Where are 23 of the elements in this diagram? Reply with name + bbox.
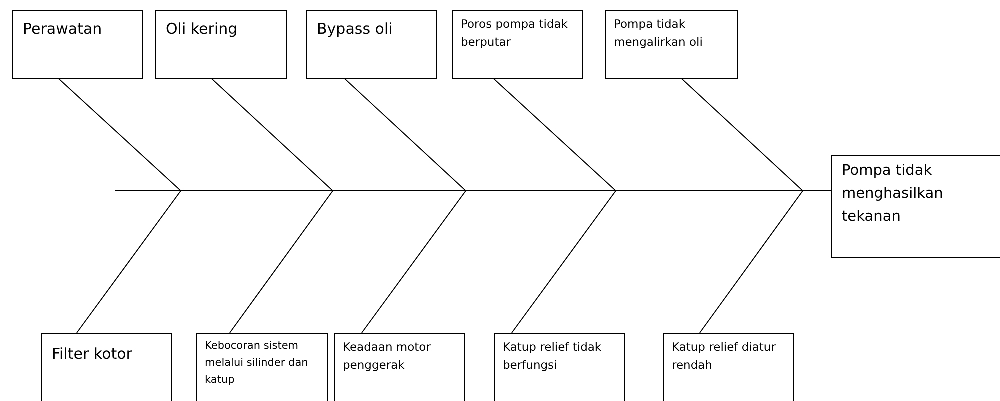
node-label: Oli kering xyxy=(166,19,239,40)
node-label: Kebocoran sistem melalui silinder dan katup xyxy=(205,339,310,388)
cause-box xyxy=(605,10,738,79)
cause-box xyxy=(196,333,328,401)
cause-box xyxy=(334,333,465,401)
effect-box xyxy=(831,155,1000,258)
node-label: Perawatan xyxy=(23,19,104,40)
node-label: Poros pompa tidak berputar xyxy=(461,16,569,52)
node-label: Bypass oli xyxy=(317,19,394,40)
cause-box xyxy=(663,333,794,401)
fishbone-line xyxy=(700,190,832,334)
node-label: Filter kotor xyxy=(52,344,134,365)
cause-box xyxy=(494,333,625,401)
node-label: Pompa tidak mengalirkan oli xyxy=(614,16,704,52)
cause-box xyxy=(452,10,583,79)
cause-box xyxy=(306,10,437,79)
cause-box xyxy=(155,10,287,79)
cause-box xyxy=(41,333,172,401)
node-label: Katup relief diatur rendah xyxy=(672,339,777,374)
node-label: Pompa tidak menghasilkan tekanan xyxy=(842,162,944,228)
node-label: Katup relief tidak berfungsi xyxy=(503,339,603,374)
cause-box xyxy=(12,10,143,79)
node-label: Keadaan motor penggerak xyxy=(343,339,432,374)
